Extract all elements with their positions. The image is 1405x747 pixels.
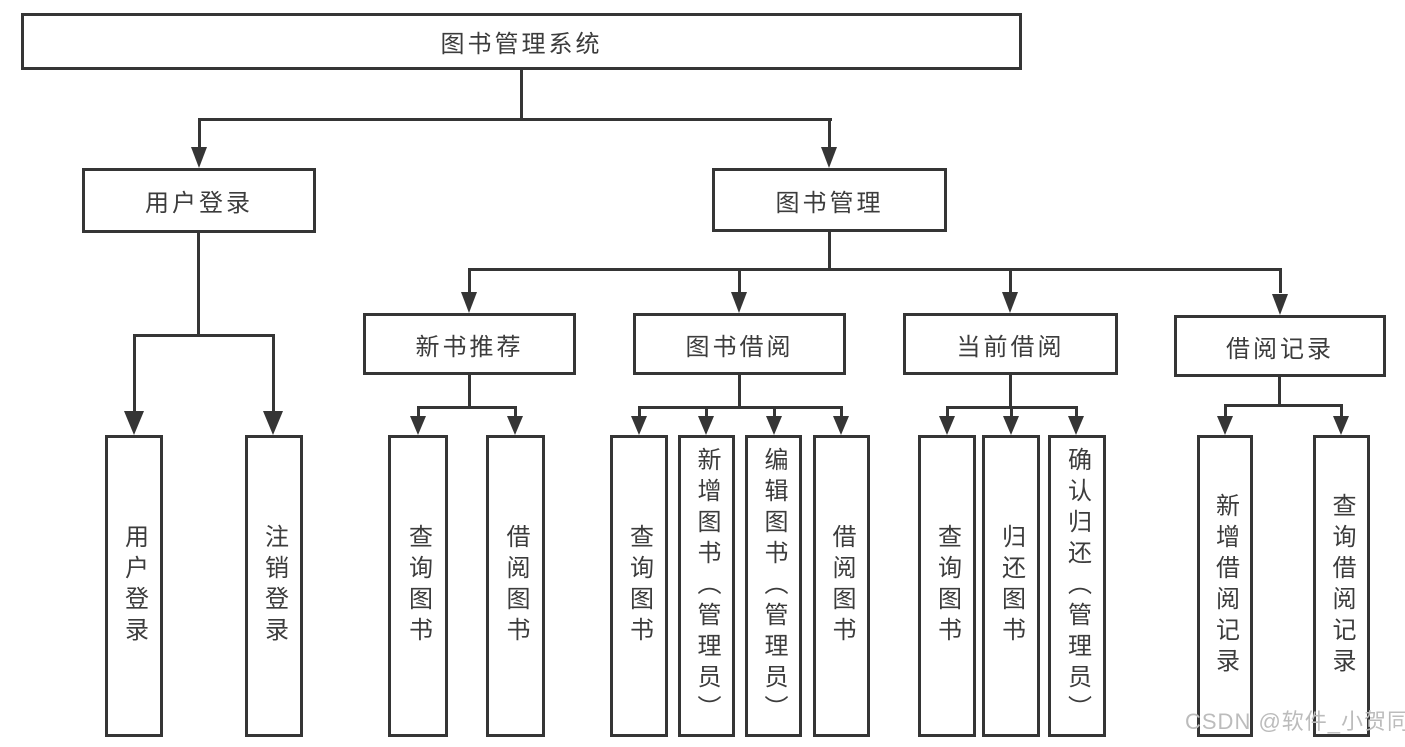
leaf-confirm-return-admin: 确认归还（管理员） [1048,435,1106,737]
leaf-label: 归还图书 [997,524,1025,648]
connector-to-borrow-records-shaft [1279,268,1282,293]
connector-leaf-shaft [638,406,641,417]
node-label: 新书推荐 [415,333,524,361]
node-label: 图书借阅 [685,333,794,361]
node-user-login: 用户登录 [82,168,316,233]
connector-book-mgmt-stem [828,232,831,270]
leaf-label: 查询图书 [404,524,432,648]
node-label: 图书管理 [775,189,884,217]
leaf-query-borrow-record: 查询借阅记录 [1313,435,1370,737]
connector-current-borrow-stem [1009,375,1012,408]
leaf-label: 注销登录 [260,524,288,648]
arrowhead-leaf [507,416,523,435]
leaf-add-books-admin: 新增图书（管理员） [678,435,735,737]
leaf-label: 用户登录 [120,524,148,648]
connector-new-books-stem [468,375,471,408]
connector-borrow-records-bar [1224,404,1342,407]
connector-to-leaf-logout-shaft [272,334,275,411]
leaf-borrow-books-recommend: 借阅图书 [486,435,545,737]
arrowhead-leaf [631,416,647,435]
arrowhead-to-current-borrow [1002,292,1018,313]
leaf-query-books-borrowing: 查询图书 [610,435,668,737]
connector-user-login-bar [133,334,275,337]
leaf-label: 编辑图书（管理员） [760,446,787,726]
arrowhead-leaf [1003,416,1019,435]
arrowhead-to-borrow-records [1272,294,1288,315]
connector-leaf-shaft [1010,406,1013,417]
leaf-label: 借阅图书 [828,524,855,648]
arrowhead-to-leaf-logout [263,411,283,435]
arrowhead-leaf [939,416,955,435]
arrowhead-to-new-books [461,292,477,313]
arrowhead-to-book-borrow [731,292,747,313]
arrowhead-leaf [698,416,714,435]
connector-new-books-bar [417,406,517,409]
arrowhead-leaf [833,416,849,435]
node-current-borrowing: 当前借阅 [903,313,1118,375]
leaf-label: 借阅图书 [502,524,529,648]
leaf-label: 查询借阅记录 [1328,493,1355,679]
leaf-user-login: 用户登录 [105,435,163,737]
leaf-return-books: 归还图书 [982,435,1040,737]
connector-leaf-shaft [1340,404,1343,417]
connector-leaf-shaft [514,406,517,417]
arrowhead-leaf [1217,416,1233,435]
connector-book-borrow-bar [638,406,843,409]
connector-leaf-shaft [417,406,420,417]
leaf-label: 查询图书 [625,524,653,648]
connector-leaf-shaft [840,406,843,417]
node-book-borrowing: 图书借阅 [633,313,846,375]
leaf-add-borrow-record: 新增借阅记录 [1197,435,1253,737]
node-label: 借阅记录 [1226,335,1334,363]
leaf-logout: 注销登录 [245,435,303,737]
connector-borrow-records-stem [1278,377,1281,406]
leaf-borrow-books-borrowing: 借阅图书 [813,435,870,737]
connector-book-borrow-stem [738,375,741,408]
connector-user-login-stem [197,233,200,336]
node-library-management-system: 图书管理系统 [21,13,1022,70]
node-label: 用户登录 [145,190,253,217]
connector-to-new-books-shaft [468,268,471,293]
leaf-query-books-recommend: 查询图书 [388,435,448,737]
arrowhead-leaf [1333,416,1349,435]
arrowhead-to-book-management [821,147,837,168]
leaf-edit-books-admin: 编辑图书（管理员） [745,435,802,737]
connector-leaf-shaft [705,406,708,417]
connector-root-bar [198,118,832,121]
node-new-book-recommend: 新书推荐 [363,313,576,375]
connector-to-book-management-shaft [828,118,831,148]
leaf-label: 确认归还（管理员） [1063,446,1091,726]
node-book-management: 图书管理 [712,168,947,232]
leaf-query-books-current: 查询图书 [918,435,976,737]
connector-to-current-borrow-shaft [1009,268,1012,293]
leaf-label: 查询图书 [933,524,961,648]
connector-leaf-shaft [1224,404,1227,417]
arrowhead-leaf [1068,416,1084,435]
arrowhead-to-user-login [191,147,207,168]
leaf-label: 新增借阅记录 [1211,493,1239,679]
csdn-watermark: CSDN @软件_小贺同学 [1185,709,1405,734]
connector-book-mgmt-bar [468,268,1282,271]
node-label: 当前借阅 [956,333,1065,361]
connector-leaf-shaft [1075,406,1078,417]
arrowhead-leaf [766,416,782,435]
connector-leaf-shaft [946,406,949,417]
connector-to-book-borrow-shaft [738,268,741,293]
connector-to-user-login-shaft [198,118,201,148]
arrowhead-leaf [410,416,426,435]
connector-root-stem [520,70,523,120]
connector-to-leaf-login-shaft [133,334,136,411]
arrowhead-to-leaf-login [124,411,144,435]
connector-leaf-shaft [773,406,776,417]
leaf-label: 新增图书（管理员） [693,446,720,726]
node-label: 图书管理系统 [440,31,603,58]
node-borrowing-records: 借阅记录 [1174,315,1386,377]
